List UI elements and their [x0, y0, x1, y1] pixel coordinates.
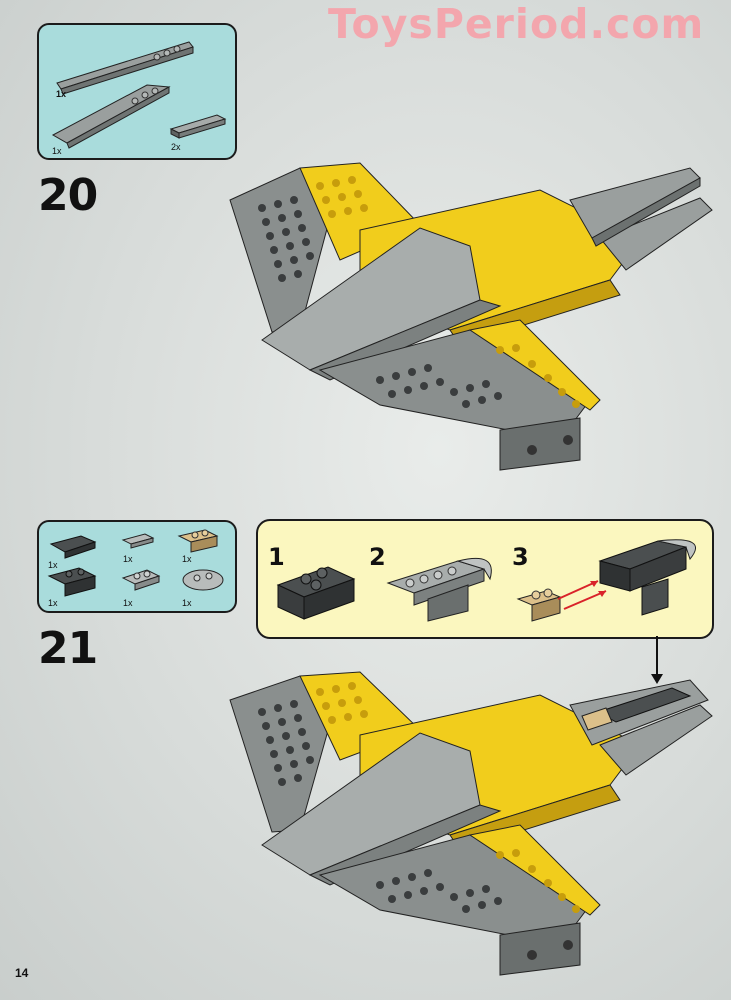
- step-number: 21: [38, 623, 98, 674]
- tan-clip-plate-icon: [177, 529, 219, 553]
- part-qty: 1x: [182, 554, 192, 564]
- part-qty: 1x: [182, 598, 192, 608]
- dark-engine-assembly-icon: [598, 539, 696, 616]
- dark-slope-icon: [47, 567, 97, 597]
- step-number: 20: [38, 170, 98, 221]
- watermark-text: ToysPeriod.com: [328, 0, 705, 48]
- round-plate-icon: [182, 569, 224, 591]
- parts-list-step-20: 1x 1x 2x: [37, 23, 237, 160]
- wedge-plate-left-icon: [56, 41, 194, 95]
- dark-slope-icon: [276, 566, 356, 620]
- parts-illustration-step-21: [47, 529, 224, 597]
- substep-number: 3: [512, 543, 529, 571]
- part-qty: 2x: [171, 142, 181, 152]
- page-number: 14: [15, 966, 29, 980]
- part-qty: 1x: [56, 89, 67, 99]
- part-qty: 1x: [123, 598, 133, 608]
- substep-number: 1: [268, 543, 285, 571]
- part-qty: 1x: [48, 598, 58, 608]
- tile-1x4-icon: [169, 114, 227, 139]
- part-qty: 1x: [52, 146, 62, 156]
- dark-clip-plate-icon: [49, 535, 97, 559]
- wedge-plate-right-icon: [51, 84, 171, 149]
- gray-rounded-assembly-icon: [386, 557, 492, 622]
- subassembly-callout: 1 2 3: [256, 519, 714, 639]
- part-qty: 1x: [48, 560, 58, 570]
- subassembly-illustration: [276, 539, 696, 622]
- parts-illustration-step-20: [51, 41, 227, 149]
- tan-clip-plate-icon: [516, 588, 562, 622]
- insertion-arrow-icon: [557, 580, 607, 610]
- substep-number: 2: [369, 543, 386, 571]
- gray-plate-2x2-icon: [121, 569, 161, 591]
- tile-1x2-icon: [121, 533, 155, 549]
- part-qty: 1x: [123, 554, 133, 564]
- parts-list-step-21: 1x 1x 1x 1x 1x 1x: [37, 520, 237, 613]
